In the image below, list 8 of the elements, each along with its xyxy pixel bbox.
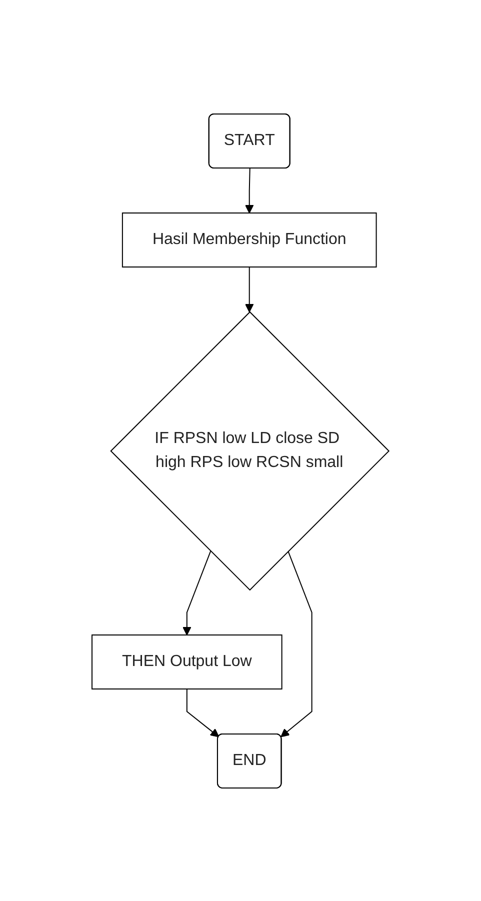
arrow (182, 550, 212, 635)
arrow (245, 266, 254, 312)
arrow (245, 168, 254, 213)
arrow (186, 688, 220, 737)
node-diamond: IF RPSN low LD close SD high RPS low RCSN small (110, 310, 390, 590)
node-box: Hasil Membership Function (122, 212, 377, 267)
node-box: THEN Output Low (92, 634, 282, 689)
arrow (280, 550, 312, 737)
